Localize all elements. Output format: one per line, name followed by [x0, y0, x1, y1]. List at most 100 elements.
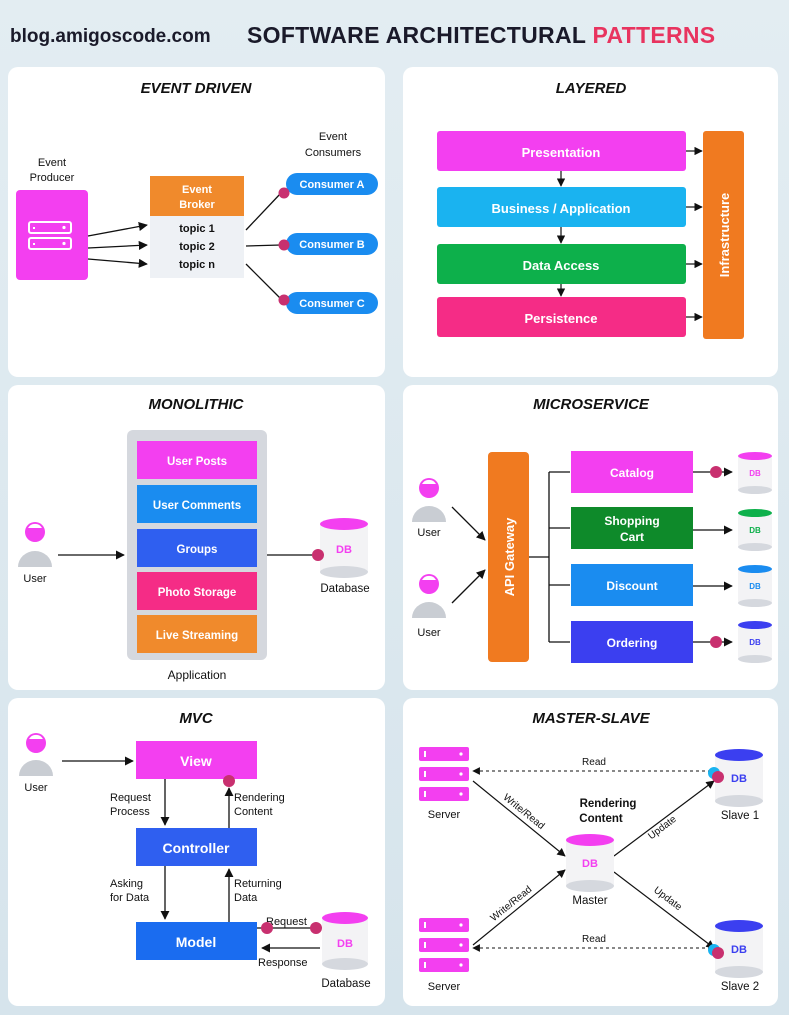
mono-db-label: DB [336, 544, 352, 556]
mvc-title: MVC [179, 710, 214, 727]
layer-persistence [437, 297, 686, 337]
database-icon [738, 509, 772, 551]
user-icon [412, 478, 446, 522]
read-label-bottom: Read [582, 934, 606, 945]
read-label-top: Read [582, 757, 606, 768]
request-process-2: Process [110, 806, 150, 818]
module-live-streaming-label: Live Streaming [156, 630, 238, 642]
server-2-label: Server [428, 981, 461, 993]
mvc-view-label: View [180, 753, 212, 769]
server-icon [28, 221, 72, 250]
user-icon [19, 733, 53, 776]
catalog-dot [710, 466, 722, 478]
mvc-database-label: Database [321, 978, 370, 990]
layer-persistence-label: Persistence [525, 311, 598, 326]
api-gateway-label: API Gateway [502, 517, 517, 597]
slave2-label: Slave 2 [721, 981, 759, 993]
mvc-db-label: DB [337, 938, 353, 950]
event-producer-box [16, 190, 88, 280]
module-user-posts-label: User Posts [167, 456, 227, 468]
mvc-user-label: User [24, 782, 48, 794]
consumer-b-dot [278, 239, 290, 251]
mvc-model-label: Model [176, 934, 216, 950]
service-shopping-label: Shopping [604, 514, 659, 528]
cart-db-label: DB [749, 526, 761, 535]
returning-1: Returning [234, 878, 282, 890]
mvc-diagram: MVC User View Controller Model Request P… [19, 710, 371, 990]
returning-2: Data [234, 892, 258, 904]
layer-presentation-label: Presentation [522, 145, 601, 160]
consumer-c-label: Consumer C [299, 298, 364, 310]
page-title: SOFTWARE ARCHITECTURAL PATTERNS [247, 22, 715, 49]
arrow-producer-topic1 [87, 222, 148, 237]
layer-presentation [437, 131, 686, 171]
server-icon [419, 747, 469, 801]
broker-label-1: Event [182, 184, 212, 196]
event-driven-diagram: EVENT DRIVEN Event Producer Event Broker… [16, 80, 378, 314]
slave2-db-label: DB [731, 944, 747, 956]
service-shopping-cart [571, 507, 693, 549]
update-label-bottom: Update [651, 885, 684, 913]
user-icon [18, 522, 52, 567]
mvc-controller-label: Controller [163, 840, 230, 856]
database-icon [738, 565, 772, 607]
service-catalog [571, 451, 693, 493]
arrow-producer-topicn [87, 258, 148, 268]
database-icon [738, 452, 772, 494]
module-photo-storage-label: Photo Storage [158, 587, 237, 599]
module-user-comments [137, 485, 257, 523]
database-icon [566, 834, 614, 892]
mvc-response-label: Response [258, 957, 308, 969]
write-read-top [472, 780, 566, 857]
consumer-b-label: Consumer B [299, 239, 364, 251]
module-groups-label: Groups [177, 544, 218, 556]
consumer-a-label: Consumer A [300, 179, 365, 191]
producer-label-2: Producer [30, 172, 75, 184]
consumer-a-dot [278, 187, 290, 199]
update-line-bottom [613, 871, 715, 949]
write-read-label-top: Write/Read [501, 792, 547, 832]
user-icon [412, 574, 446, 618]
title-main: SOFTWARE ARCHITECTURAL [247, 22, 586, 48]
consumer-a [286, 173, 378, 195]
arrow-user1-gateway [451, 506, 486, 541]
mono-user-label: User [23, 573, 47, 585]
module-user-posts [137, 441, 257, 479]
producer-label-1: Event [38, 157, 66, 169]
event-driven-title: EVENT DRIVEN [141, 80, 253, 97]
service-ordering-label: Ordering [607, 636, 658, 650]
request-process-1: Request [110, 792, 151, 804]
event-broker-topics [150, 216, 244, 278]
mvc-controller [136, 828, 257, 866]
view-dot [223, 775, 235, 787]
consumers-label-2: Consumers [305, 147, 362, 159]
site-url: blog.amigoscode.com [10, 26, 211, 47]
line-broker-consumer-a [245, 192, 282, 231]
line-broker-consumer-b [245, 244, 282, 247]
consumer-c [286, 292, 378, 314]
write-read-bottom [472, 869, 566, 946]
application-label: Application [168, 668, 227, 682]
database-icon [320, 518, 368, 578]
infrastructure-label: Infrastructure [717, 193, 732, 278]
database-icon [715, 920, 763, 978]
service-cart-label: Cart [620, 530, 644, 544]
event-broker-header [150, 176, 244, 216]
micro-user-1-label: User [417, 527, 441, 539]
arrow-user2-gateway [451, 569, 486, 604]
asking-1: Asking [110, 878, 143, 890]
slave1-label: Slave 1 [721, 810, 759, 822]
layer-business [437, 187, 686, 227]
title-accent: PATTERNS [592, 22, 716, 48]
microservice-title: MICROSERVICE [533, 396, 650, 413]
monolithic-diagram: MONOLITHIC User User Posts User Comments… [18, 396, 370, 682]
topic-n: topic n [179, 259, 215, 271]
asking-2: for Data [110, 892, 150, 904]
catalog-db-label: DB [749, 469, 761, 478]
line-broker-consumer-c [245, 263, 282, 300]
topic-1: topic 1 [179, 223, 214, 235]
rendering-2: Content [234, 806, 273, 818]
master-slave-title: MASTER-SLAVE [532, 710, 650, 727]
